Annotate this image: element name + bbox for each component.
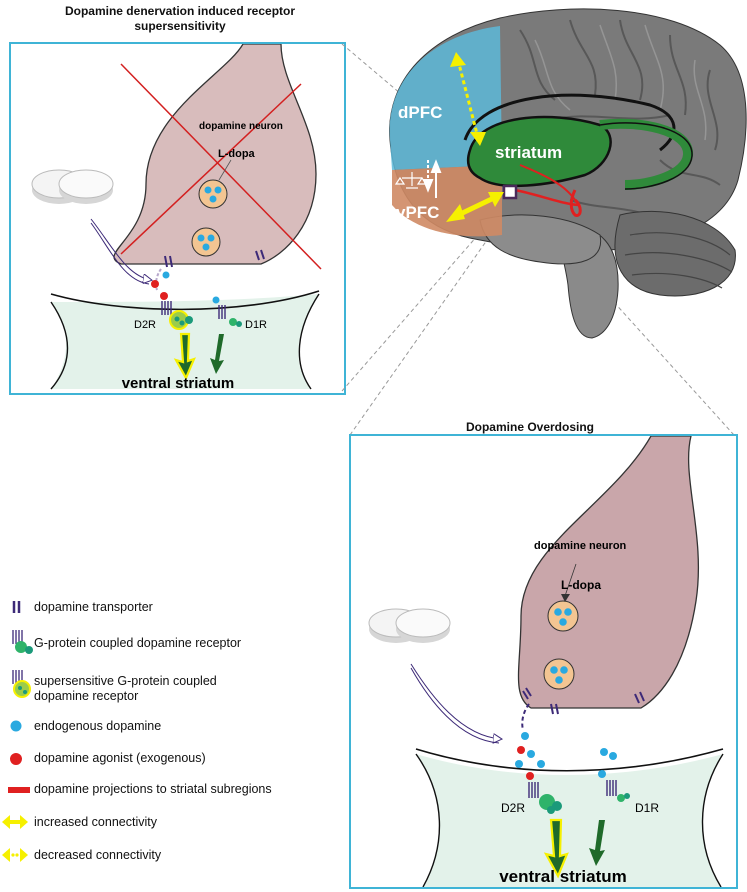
overdosing-panel: dopamine neuron L-dopa D2R D1R ventral s… [349,434,738,889]
legend-label: endogenous dopamine [34,719,162,733]
denervation-cross-line [120,83,302,255]
legend-label: increased connectivity [34,815,157,829]
ventral-striatum-label: ventral striatum [122,375,235,392]
legend-label: G-protein coupled dopamine receptor [34,636,242,650]
neuron-label: dopamine neuron [534,540,627,552]
normal-signal-arrow [210,334,224,374]
denervation-panel: dopamine neuron L-dopa D2R D1R ventral s… [9,42,346,395]
release-arrow [155,268,162,291]
striatum-region [466,115,612,188]
striatum-label: striatum [495,143,562,162]
dopamine-agonist-icon [10,753,22,765]
d2r-label: D2R [134,319,156,331]
endogenous-dopamine-icon [10,720,22,732]
dopamine-transporter-icon [12,601,21,613]
ventral-striatum-region [416,754,723,887]
d2r-receptor [161,301,172,315]
vpfc-region [392,165,502,237]
endogenous-dopamine [162,271,170,279]
vesicle [543,658,575,690]
temporal-lobe [479,214,602,265]
dopamine-transporter [164,249,265,268]
d1r-label: D1R [635,801,659,815]
ventral-striatum-marker [502,184,518,200]
neuron-label: dopamine neuron [199,121,283,132]
ldopa-label: L-dopa [561,578,601,592]
dopamine-level-arrows [422,159,442,198]
vpfc-label: vPFC [396,203,439,222]
d2r-label: D2R [501,801,525,815]
supersensitive-receptor-icon [12,670,31,698]
bottom-right-panel-title: Dopamine Overdosing [465,420,595,434]
d2r-receptor [528,782,539,798]
legend-label: dopamine projections to striatal subregi… [34,782,272,796]
normal-signal-arrow [589,820,605,866]
brain-diagram: dPFC vPFC striatum [389,8,747,339]
legend-label: dopamine agonist (exogenous) [34,751,206,765]
vesicle [191,227,221,257]
top-left-panel-title: Dopamine denervation induced receptor su… [64,4,296,33]
ldopa-vesicle [198,179,228,209]
dopamine-projection [514,188,581,207]
dpfc-label: dPFC [398,103,442,122]
d1r-label: D1R [245,319,267,331]
dopamine-agonist [151,280,159,288]
postsynaptic-membrane [415,748,724,772]
g-protein-receptor-icon [12,630,33,654]
dopamine-agonist [160,292,168,300]
dopamine-agonist [517,746,525,754]
pill-icon [31,169,114,204]
legend: dopamine transporter G-protein coupled d… [0,590,350,890]
ldopa-intake-arrow [90,218,151,280]
postsynaptic-membrane [50,290,320,311]
legend-label: supersensitive G-protein coupled dopamin… [34,674,217,703]
ldopa-pointer [564,563,577,597]
ldopa-label: L-dopa [218,148,256,160]
decreased-arrow-icon [2,848,28,862]
ldopa-pointer [218,159,232,181]
projection-bar-icon [8,787,30,793]
caudate-tail [599,118,693,190]
ldopa-intake-arrow [410,663,501,739]
d1r-receptor [218,305,226,319]
increased-arrow-icon [2,815,28,829]
release-arrow [521,703,530,731]
legend-label: dopamine transporter [34,600,153,614]
ldopa-vesicle [547,600,579,632]
increased-signal-arrow [543,818,569,879]
dopamine-transporter [522,687,645,715]
legend-label: decreased connectivity [34,848,162,862]
denervation-cross-line [120,63,322,270]
increased-signal-arrow [173,332,196,381]
dopamine-projection [569,189,582,217]
endogenous-dopamine [212,296,220,304]
dopamine-agonist [526,772,534,780]
pill-icon [368,608,451,643]
overdosing-diagram: dopamine neuron L-dopa D2R D1R ventral s… [368,435,724,888]
denervation-diagram: dopamine neuron L-dopa D2R D1R ventral s… [31,43,322,392]
ventral-striatum-label: ventral striatum [499,867,627,886]
d1r-receptor [606,780,617,796]
dopamine-neuron-body [517,435,699,709]
